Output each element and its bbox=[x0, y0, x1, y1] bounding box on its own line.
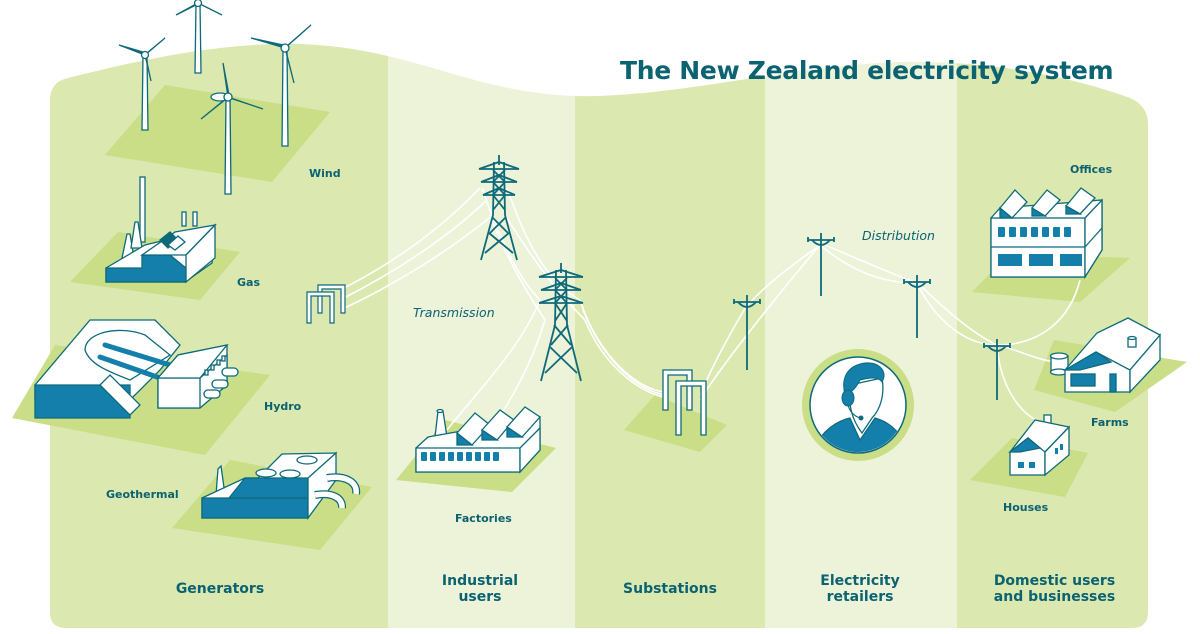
power-pole-icon bbox=[733, 233, 1011, 400]
hydro-dam-icon bbox=[34, 319, 239, 419]
substation-icon bbox=[662, 369, 707, 436]
office-building-icon bbox=[990, 187, 1103, 280]
farm-icon bbox=[1049, 317, 1162, 394]
column-title-retailers: Electricity retailers bbox=[820, 573, 900, 605]
headset-agent-icon bbox=[802, 349, 914, 461]
label-geothermal: Geothermal bbox=[106, 488, 179, 501]
column-bg-industrial bbox=[388, 43, 575, 628]
substation-icon bbox=[306, 284, 346, 324]
column-title-industrial: Industrial users bbox=[441, 573, 519, 605]
label-gas: Gas bbox=[237, 276, 260, 289]
pylon-icon bbox=[478, 155, 584, 382]
wind-turbine-icon bbox=[118, 0, 312, 195]
house-icon bbox=[1008, 414, 1071, 477]
column-bg-retailers bbox=[765, 43, 957, 628]
wind-ground bbox=[105, 85, 330, 182]
label-wind: Wind bbox=[309, 167, 341, 180]
factory-icon bbox=[415, 406, 541, 474]
label-offices: Offices bbox=[1070, 163, 1113, 176]
geothermal-plant-icon bbox=[201, 451, 361, 520]
label-factories: Factories bbox=[455, 512, 512, 525]
gas-plant-icon bbox=[105, 176, 217, 284]
column-title-generators: Generators bbox=[175, 581, 265, 597]
page-title: The New Zealand electricity system bbox=[620, 56, 1114, 85]
column-title-substations: Substations bbox=[623, 581, 717, 597]
column-backgrounds bbox=[50, 43, 1148, 628]
label-transmission: Transmission bbox=[413, 305, 495, 320]
label-hydro: Hydro bbox=[264, 400, 302, 413]
label-distribution: Distribution bbox=[862, 228, 935, 243]
column-bg-substations bbox=[575, 43, 765, 628]
label-farms: Farms bbox=[1091, 416, 1129, 429]
label-houses: Houses bbox=[1003, 501, 1049, 514]
column-title-domestic: Domestic users and businesses bbox=[993, 573, 1116, 605]
